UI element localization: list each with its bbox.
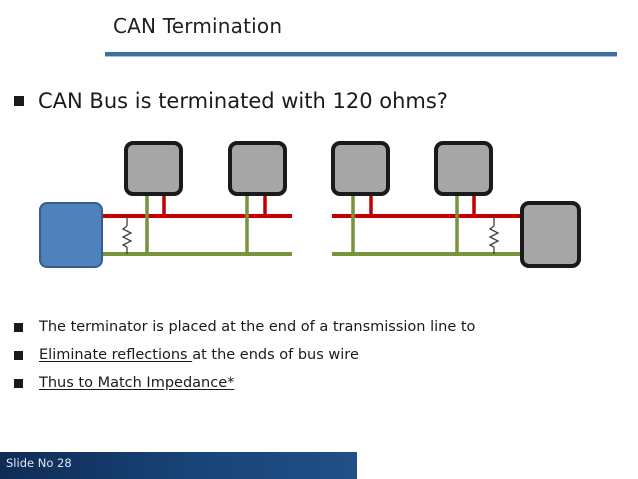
underlined-text: Eliminate reflections	[39, 347, 193, 363]
underlined-text: Thus to Match Impedance*	[39, 375, 235, 391]
bullet-text: The terminator is placed at the end of a…	[39, 319, 476, 335]
can-node-3	[331, 141, 390, 196]
right-terminator-resistor	[488, 216, 500, 254]
main-bullet-text: CAN Bus is terminated with 120 ohms?	[38, 89, 448, 113]
bullet-text: at the ends of bus wire	[192, 347, 359, 363]
square-bullet-icon	[14, 350, 23, 360]
can-node-1	[124, 141, 183, 196]
title-rule	[105, 52, 617, 56]
main-bullet: CAN Bus is terminated with 120 ohms?	[14, 86, 448, 116]
left-host-device	[39, 202, 103, 268]
left-terminator-resistor	[121, 216, 133, 254]
slide-number: Slide No 28	[6, 456, 72, 470]
list-item: Eliminate reflections at the ends of bus…	[14, 341, 475, 369]
footer-bar: Slide No 28	[0, 452, 357, 479]
list-item: The terminator is placed at the end of a…	[14, 313, 475, 341]
bullet-list: The terminator is placed at the end of a…	[14, 313, 475, 397]
square-bullet-icon	[14, 96, 24, 106]
square-bullet-icon	[14, 378, 23, 388]
can-node-2	[228, 141, 287, 196]
slide-title: CAN Termination	[113, 14, 283, 38]
list-item: Thus to Match Impedance*	[14, 369, 475, 397]
square-bullet-icon	[14, 322, 23, 332]
right-end-device	[520, 201, 581, 268]
title-rule-underline	[105, 56, 617, 57]
can-node-4	[434, 141, 493, 196]
